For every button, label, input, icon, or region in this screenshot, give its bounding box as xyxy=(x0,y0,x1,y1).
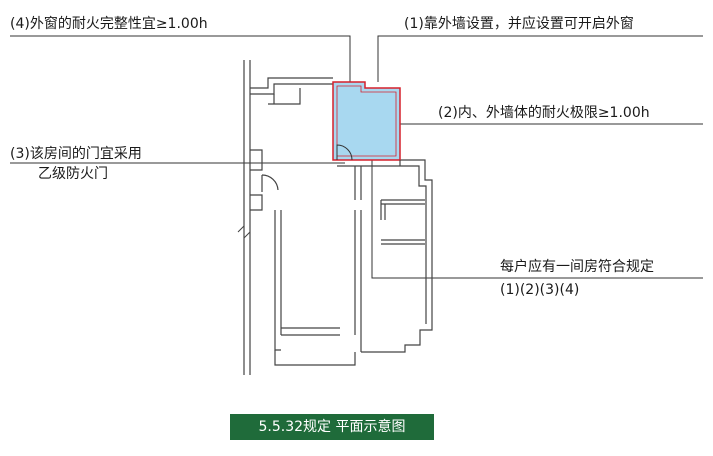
label-door-line2: 乙级防火门 xyxy=(38,166,108,182)
leader-rule xyxy=(371,120,703,279)
walls xyxy=(243,60,433,375)
label-door-line1: (3)该房间的门宜采用 xyxy=(10,146,142,162)
label-rule-line2: (1)(2)(3)(4) xyxy=(500,282,580,298)
room-door-swing xyxy=(336,144,353,161)
label-wall-fire: (2)内、外墙体的耐火极限≥1.00h xyxy=(438,105,650,121)
leader-window xyxy=(10,35,351,82)
label-exterior-wall: (1)靠外墙设置，并应设置可开启外窗 xyxy=(404,16,634,32)
label-rule-line1: 每户应有一间房符合规定 xyxy=(500,259,654,275)
break-line xyxy=(237,224,251,240)
leader-exterior xyxy=(377,35,703,82)
figure-caption: 5.5.32规定 平面示意图 xyxy=(230,414,434,440)
label-window-fire: (4)外窗的耐火完整性宜≥1.00h xyxy=(10,16,208,32)
compliant-room xyxy=(332,81,401,161)
leader-lines xyxy=(10,35,703,279)
